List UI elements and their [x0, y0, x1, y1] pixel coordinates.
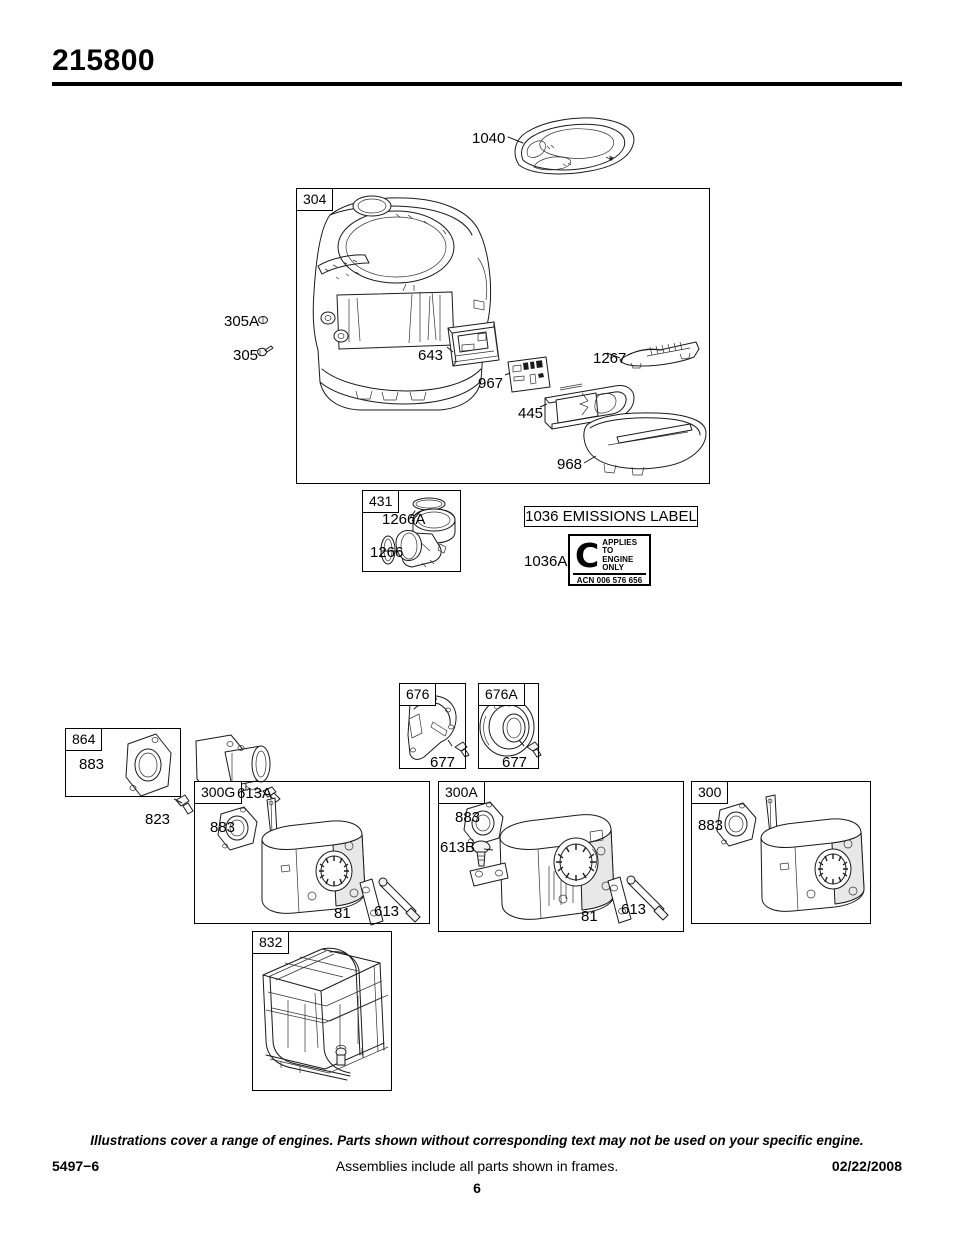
frame-tag-676A: 676A: [478, 683, 525, 706]
frame-300A: [438, 781, 684, 932]
ctick-mark: C APPLIES TO ENGINE ONLY ACN 006 576 656: [568, 534, 651, 586]
header-rule: [52, 82, 902, 86]
callout-968: 968: [557, 456, 583, 473]
callout-1040: 1040: [472, 130, 506, 147]
ctick-letter: C: [575, 535, 600, 575]
frame-431: [362, 490, 461, 572]
frame-tag-304: 304: [296, 188, 334, 211]
callout-643: 643: [418, 347, 444, 364]
part-305A-artwork: [258, 316, 268, 324]
callout-1266: 1266: [370, 544, 404, 561]
page-title: 215800: [52, 44, 156, 77]
footer-page-number: 6: [473, 1180, 481, 1196]
ctick-line3: ENGINE: [602, 554, 634, 564]
footer-note: Illustrations cover a range of engines. …: [90, 1133, 864, 1148]
footer-date: 02/22/2008: [831, 1158, 902, 1174]
callout-1266A: 1266A: [382, 511, 426, 528]
callout-883-864: 883: [79, 756, 105, 773]
callout-677-676A: 677: [502, 754, 528, 771]
callout-883-300G: 883: [210, 819, 236, 836]
ctick-acn: ACN 006 576 656: [573, 572, 646, 585]
ctick-line2: TO: [602, 546, 614, 556]
frame-tag-300: 300: [691, 781, 729, 804]
callout-305: 305: [233, 347, 259, 364]
frame-tag-431: 431: [362, 490, 400, 513]
frame-tag-832: 832: [252, 931, 290, 954]
frame-300: [691, 781, 871, 924]
callout-445: 445: [518, 405, 544, 422]
frame-tag-864: 864: [65, 728, 103, 751]
callout-883-300A: 883: [455, 809, 481, 826]
callout-883-300: 883: [698, 817, 724, 834]
part-1040-artwork: [507, 117, 635, 175]
frame-864: [65, 728, 181, 797]
callout-1036A: 1036A: [524, 553, 568, 570]
callout-613B: 613B: [440, 839, 476, 856]
frame-tag-300A: 300A: [438, 781, 485, 804]
frame-tag-676: 676: [399, 683, 437, 706]
footer-center-note: Assemblies include all parts shown in fr…: [335, 1158, 619, 1174]
callout-967: 967: [478, 375, 504, 392]
callout-81-300A: 81: [581, 908, 598, 925]
callout-305A: 305A: [224, 313, 260, 330]
callout-1267: 1267: [593, 350, 627, 367]
frame-832: [252, 931, 392, 1091]
emissions-label-box: 1036 EMISSIONS LABEL: [524, 506, 698, 527]
ctick-line4: ONLY: [602, 563, 625, 573]
callout-677-676: 677: [430, 754, 456, 771]
frame-tag-300G: 300G: [194, 781, 243, 804]
callout-81-300G: 81: [334, 905, 351, 922]
callout-613A: 613A: [237, 785, 273, 802]
footer-doc-number: 5497−6: [52, 1158, 100, 1174]
frame-304: [296, 188, 710, 484]
callout-613-300A: 613: [621, 901, 647, 918]
ctick-line1: APPLIES: [602, 538, 638, 547]
frame-300G: [194, 781, 430, 924]
callout-823: 823: [145, 811, 171, 828]
part-305-artwork: [257, 345, 274, 357]
callout-613-300G: 613: [374, 903, 400, 920]
part-823-artwork: [175, 794, 194, 815]
